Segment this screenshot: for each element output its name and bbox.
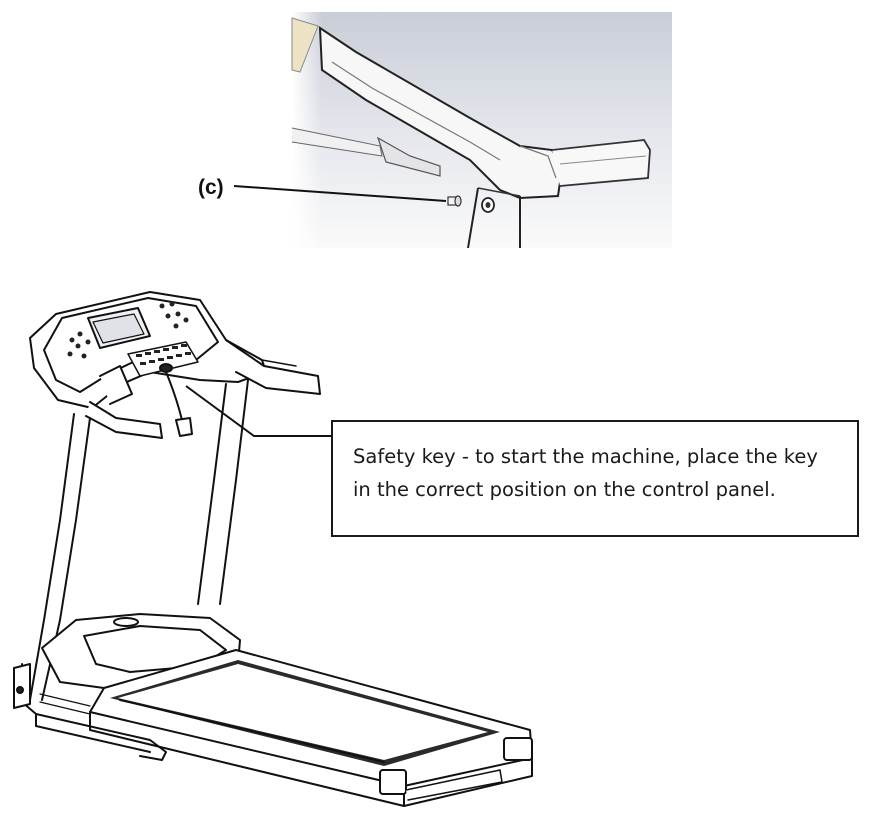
safety-key-leader [185, 385, 331, 437]
safety-key-callout-text: Safety key - to start the machine, place… [353, 445, 818, 501]
running-deck [89, 649, 533, 807]
console-keypad [127, 341, 199, 377]
right-handrail [225, 339, 321, 395]
uprights [29, 379, 249, 701]
console-display [87, 307, 151, 349]
safety-key-callout-box: Safety key - to start the machine, place… [331, 420, 859, 537]
base-frame [13, 663, 167, 761]
callout-label-c: (c) [198, 176, 224, 199]
bolt-c [447, 195, 462, 207]
treadmill-line-drawing [13, 291, 533, 807]
callout-leader-c [233, 185, 447, 202]
left-handrail [85, 365, 163, 439]
handlebar-detail-render [291, 12, 672, 249]
console [29, 291, 267, 437]
safety-key [159, 363, 193, 437]
console-speakers [67, 301, 189, 359]
